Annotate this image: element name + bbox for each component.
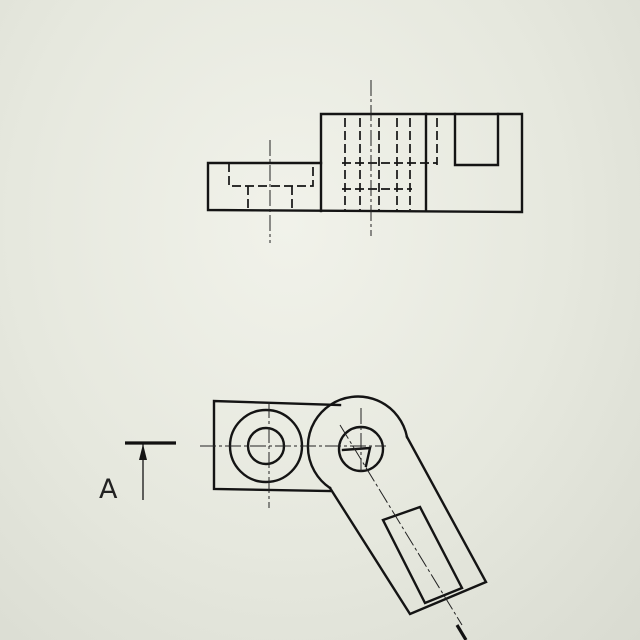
- left-counterbore-hidden: [228, 163, 314, 187]
- arm-boss-section-mark: [341, 446, 372, 468]
- base-plate-outline: [212, 399, 342, 493]
- arm-outline: [328, 435, 488, 616]
- front-view-outline: [206, 112, 524, 214]
- front-view-slot: [453, 112, 500, 167]
- section-cut-line-bottom: [455, 624, 468, 640]
- section-label: A: [99, 474, 118, 505]
- section-marker-arrowhead: [139, 444, 147, 460]
- arm-centerline-axis: [339, 424, 463, 626]
- arm-slot: [381, 505, 464, 605]
- section-marker-a: A: [99, 441, 176, 505]
- arm-end-arc: [306, 395, 409, 490]
- top-view: [200, 395, 488, 640]
- front-view: [206, 80, 524, 243]
